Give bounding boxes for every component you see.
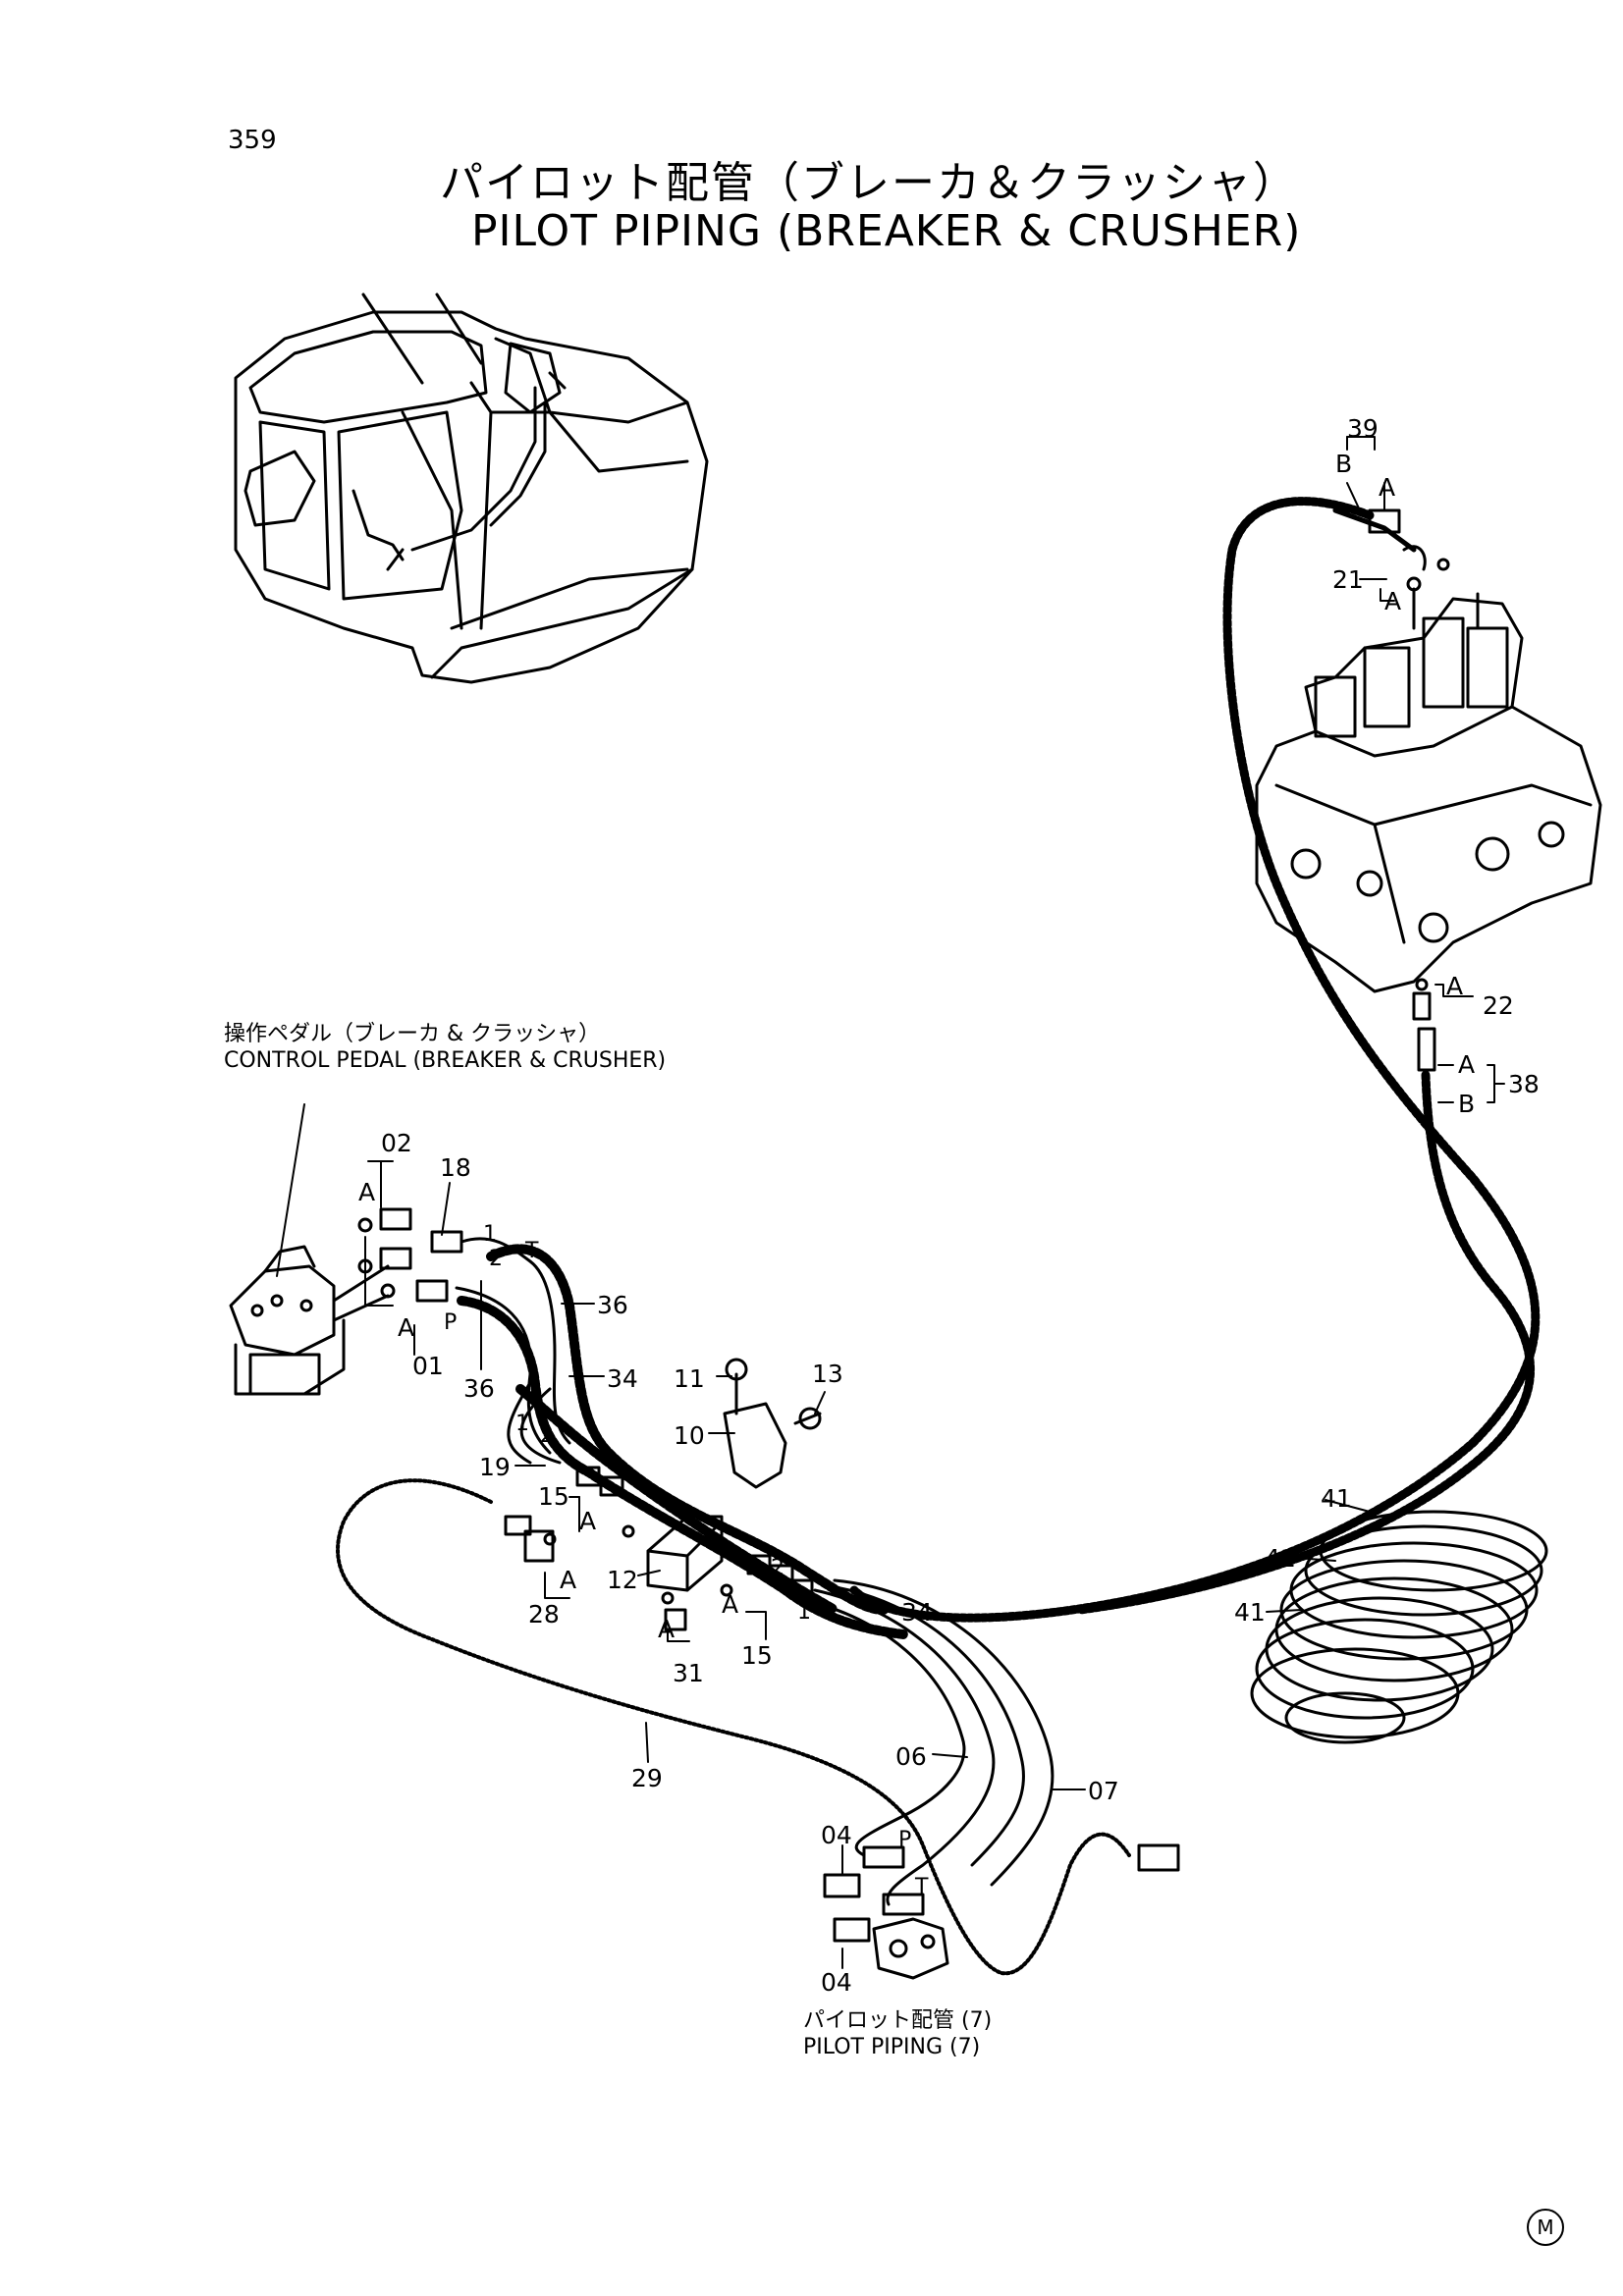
letter-a-21: A <box>1384 587 1402 615</box>
part-label-06: 06 <box>895 1742 927 1771</box>
hose-bundle-illustration <box>457 1244 908 1639</box>
letter-p-18: P <box>444 1310 458 1335</box>
part-label-36-bottom: 36 <box>463 1374 495 1403</box>
small-fittings-illustration <box>543 1466 814 1631</box>
part-label-41-top: 41 <box>1321 1484 1352 1513</box>
part-label-18: 18 <box>440 1153 471 1182</box>
letter-b-39: B <box>1335 450 1353 478</box>
part-label-04-bottom: 04 <box>821 1968 852 1997</box>
letter-a-28: A <box>560 1566 577 1594</box>
letter-a-22: A <box>1446 972 1464 1000</box>
excavator-overview-illustration <box>234 293 709 684</box>
page-number: 359 <box>228 126 277 155</box>
page-title-english: PILOT PIPING (BREAKER & CRUSHER) <box>471 206 1302 256</box>
cable-29-illustration <box>336 1478 1131 1976</box>
letter-two-18: 2 <box>489 1247 503 1271</box>
manifold-block-illustration <box>646 1515 724 1592</box>
part-label-31: 31 <box>673 1659 704 1687</box>
page-title-japanese: パイロット配管（ブレーカ＆クラッシャ） <box>440 158 1298 208</box>
part-label-38: 38 <box>1508 1070 1540 1098</box>
leader-lines <box>364 436 1505 1969</box>
part-label-15-right: 15 <box>741 1641 773 1670</box>
pilot-piping-ref-japanese: パイロット配管 (7) <box>803 2008 993 2033</box>
control-valve-illustration <box>1255 545 1602 993</box>
hose-coil-illustration <box>1250 1510 1548 1744</box>
letter-one-15: 1 <box>797 1600 811 1625</box>
part-label-01: 01 <box>412 1352 444 1380</box>
long-hose-illustration <box>849 497 1541 1623</box>
part-label-15-left: 15 <box>538 1482 569 1511</box>
letter-one-18: 1 <box>483 1222 497 1247</box>
letter-t-18: T <box>525 1239 539 1263</box>
part-label-36-top: 36 <box>597 1291 628 1319</box>
control-pedal-illustration <box>229 1245 390 1396</box>
letter-a-38: A <box>1458 1050 1476 1079</box>
letter-one-19: 1 <box>515 1412 529 1436</box>
part-label-34-top: 34 <box>607 1364 638 1393</box>
letter-a-39: A <box>1379 473 1396 502</box>
part-label-19: 19 <box>479 1453 511 1481</box>
corner-m-mark: M <box>1527 2209 1564 2246</box>
part-label-02: 02 <box>381 1129 412 1157</box>
part-label-29: 29 <box>631 1764 663 1792</box>
part-label-41-middle: 41 <box>1265 1544 1296 1573</box>
letter-a-15-right: A <box>722 1590 739 1619</box>
part-label-11: 11 <box>674 1364 705 1393</box>
pilot-piping-ref-english: PILOT PIPING (7) <box>803 2035 981 2059</box>
part-label-22: 22 <box>1483 991 1514 1020</box>
part-label-39: 39 <box>1347 414 1379 443</box>
letter-p-04: P <box>898 1828 912 1852</box>
part-label-41-bottom: 41 <box>1234 1598 1266 1627</box>
part-label-34-right: 34 <box>901 1598 933 1627</box>
part-label-04-top: 04 <box>821 1821 852 1849</box>
bracket-illustration <box>723 1358 822 1489</box>
fitting-22-illustration <box>1412 978 1436 1072</box>
control-pedal-caption-english: CONTROL PEDAL (BREAKER & CRUSHER) <box>224 1048 667 1073</box>
part-label-28: 28 <box>528 1600 560 1629</box>
part-label-10: 10 <box>674 1421 705 1450</box>
letter-a-15-left: A <box>579 1507 597 1535</box>
letter-two-15: 2 <box>771 1556 784 1580</box>
letter-two-19: 2 <box>540 1423 554 1448</box>
letter-a-31: A <box>658 1615 676 1643</box>
part-label-07: 07 <box>1088 1777 1119 1805</box>
part-label-12: 12 <box>607 1566 638 1594</box>
control-pedal-caption-japanese: 操作ペダル（ブレーカ & クラッシャ） <box>224 1022 601 1046</box>
letter-t-04: T <box>915 1875 929 1899</box>
part-label-13: 13 <box>812 1360 843 1388</box>
letter-a-01: A <box>398 1313 415 1342</box>
letter-a-02: A <box>358 1178 376 1206</box>
part-label-21: 21 <box>1332 565 1364 594</box>
letter-b-38: B <box>1458 1090 1476 1118</box>
